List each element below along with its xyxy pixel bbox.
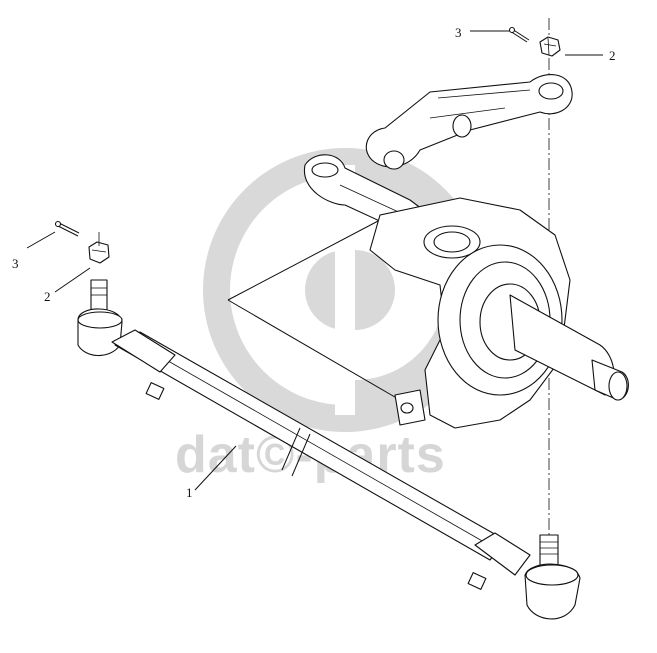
- cotter-pin: [508, 26, 530, 43]
- ball-joint: [77, 279, 123, 357]
- castle-nut-left: [88, 232, 110, 264]
- callout-2-top: 2: [609, 48, 616, 63]
- callout-3-top: 3: [455, 25, 462, 40]
- callout-3-left: 3: [12, 256, 19, 271]
- callout-1: 1: [186, 485, 193, 500]
- steering-knuckle: [304, 74, 629, 429]
- leader-lines: [26, 18, 603, 540]
- tie-rod: [111, 329, 531, 590]
- cotter-pin-left: [54, 220, 80, 237]
- ball-joint-right: [524, 534, 581, 620]
- callout-2-left: 2: [44, 289, 51, 304]
- castle-nut: [539, 36, 561, 57]
